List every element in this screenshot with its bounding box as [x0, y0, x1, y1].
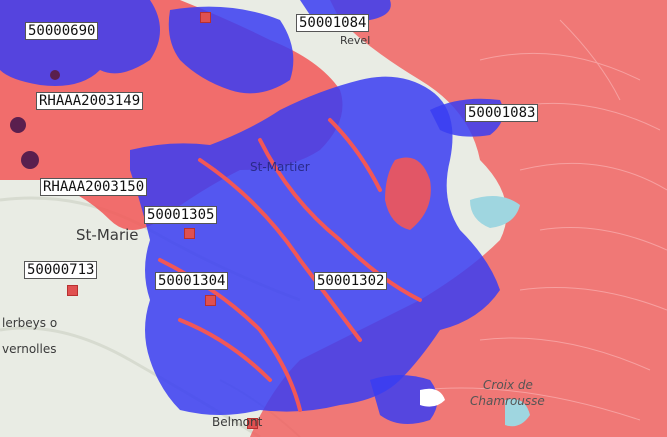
red-hazard-streams — [158, 118, 422, 412]
station-label[interactable]: 50001305 — [144, 206, 218, 224]
point-marker[interactable] — [10, 117, 26, 133]
station-label[interactable]: 50001084 — [296, 14, 370, 32]
place-label-st-martier: St-Martier — [250, 160, 310, 174]
station-marker[interactable] — [67, 285, 78, 296]
station-marker[interactable] — [184, 228, 195, 239]
point-marker[interactable] — [21, 151, 39, 169]
place-label-chamrousse: Chamrousse — [470, 394, 545, 408]
station-label[interactable]: 50001302 — [314, 272, 388, 290]
contour-lines — [419, 19, 667, 421]
red-hazard-zone[interactable] — [385, 157, 431, 231]
station-marker[interactable] — [247, 418, 258, 429]
station-label[interactable]: RHAAA2003150 — [40, 178, 148, 196]
station-label[interactable]: RHAAA2003149 — [36, 92, 144, 110]
station-label[interactable]: 50000713 — [24, 261, 98, 279]
place-label-revel: Revel — [340, 34, 371, 47]
blue-hazard-zone[interactable] — [168, 6, 294, 94]
blue-hazard-zone[interactable] — [370, 375, 438, 424]
station-marker[interactable] — [200, 12, 211, 23]
lake — [505, 399, 530, 427]
place-label-croix: Croix de — [483, 378, 533, 392]
station-marker[interactable] — [205, 295, 216, 306]
place-label-vernolles: vernolles — [2, 342, 57, 356]
clearing — [420, 388, 445, 407]
lake — [470, 196, 520, 228]
station-label[interactable]: 50001083 — [465, 104, 539, 122]
red-hazard-zone[interactable] — [250, 0, 667, 437]
place-label-herbeys: lerbeys o — [2, 316, 58, 330]
place-label-belmont: Belmont — [212, 415, 263, 429]
point-marker[interactable] — [50, 70, 60, 80]
blue-hazard-zone[interactable] — [0, 0, 160, 86]
station-label[interactable]: 50001304 — [155, 272, 229, 290]
place-label-st-marie: St-Marie — [76, 226, 139, 244]
station-label[interactable]: 50000690 — [25, 22, 99, 40]
